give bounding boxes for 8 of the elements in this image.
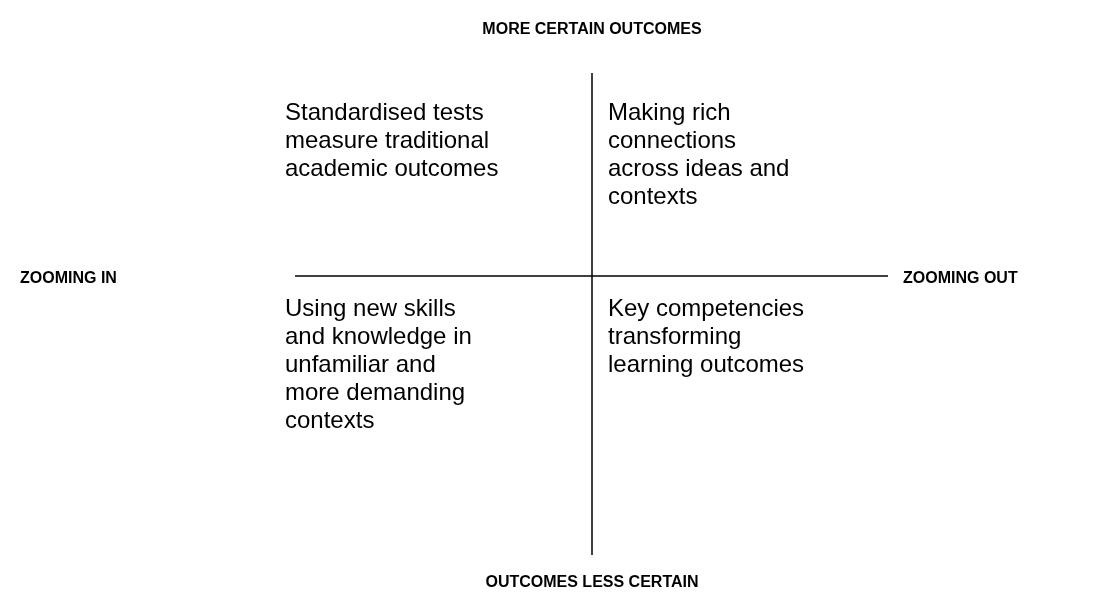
axis-label: MORE CERTAIN OUTCOMES (481, 19, 703, 39)
quadrant-text: Using new skills and knowledge in unfamiliar and more demanding contexts (285, 294, 473, 434)
axis-label: OUTCOMES LESS CERTAIN (484, 572, 700, 592)
axis-label: ZOOMING IN (20, 268, 118, 288)
quadrant-text: Key competencies transforming learning outcomes (608, 294, 806, 378)
axis-label: ZOOMING OUT (903, 268, 1019, 288)
quadrant-text: Making rich connections across ideas and contexts (608, 98, 791, 210)
quadrant-text: Standardised tests measure traditional academic outcomes (285, 98, 500, 182)
